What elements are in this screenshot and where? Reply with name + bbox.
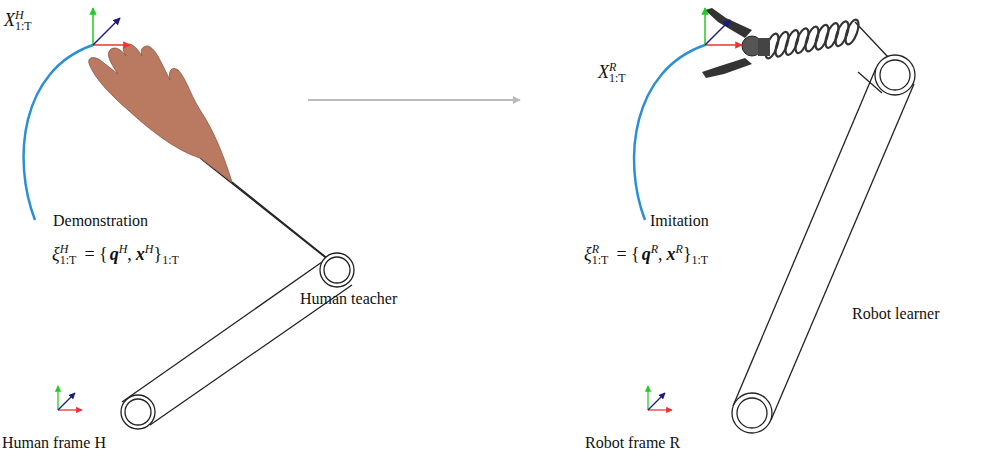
label-text: q xyxy=(642,244,651,264)
role-label: Robot learner xyxy=(852,303,940,325)
formula-label: ξH1:T= {qH,xH}1:T xyxy=(52,242,179,268)
label-text: Human frame H xyxy=(2,434,106,451)
subscript: 1:T xyxy=(60,253,77,267)
subscript: 1:T xyxy=(162,253,179,267)
robot-base-frame xyxy=(648,386,672,410)
gripper-frame xyxy=(705,8,742,45)
subscript: 1:T xyxy=(692,253,709,267)
label-text: q xyxy=(110,244,119,264)
subscript: 1:T xyxy=(609,71,626,85)
frame-label: Robot frame R xyxy=(585,432,680,454)
label-text: } xyxy=(154,244,163,264)
robot-arm xyxy=(732,22,915,433)
spring-coil xyxy=(843,18,861,46)
trajectory-label: XR1:T xyxy=(598,60,626,86)
label-text: } xyxy=(683,244,692,264)
superscript: R xyxy=(676,242,683,256)
human-base-frame xyxy=(58,386,82,410)
label-text: Imitation xyxy=(650,212,709,229)
label-text: , xyxy=(127,244,132,264)
label-text: X xyxy=(598,62,609,82)
transfer-arrow xyxy=(308,99,520,101)
imitation-trajectory xyxy=(634,45,705,220)
caption-label: Demonstration xyxy=(53,210,148,232)
role-label: Human teacher xyxy=(300,288,397,310)
label-text: Robot frame R xyxy=(585,434,680,451)
superscript: H xyxy=(145,242,154,256)
label-text: ξ xyxy=(584,244,592,264)
label-text: Robot learner xyxy=(852,305,940,322)
label-text: = { xyxy=(616,244,639,264)
human-hand xyxy=(89,44,232,182)
frame-label: Human frame H xyxy=(2,432,106,454)
label-text: X xyxy=(4,10,15,30)
superscript: H xyxy=(119,242,128,256)
caption-label: Imitation xyxy=(650,210,709,232)
label-text: , xyxy=(658,244,663,264)
label-text: ξ xyxy=(52,244,60,264)
subscript: 1:T xyxy=(592,253,609,267)
label-text: x xyxy=(667,244,676,264)
superscript: R xyxy=(651,242,658,256)
label-text: Human teacher xyxy=(300,290,397,307)
label-text: Demonstration xyxy=(53,212,148,229)
label-text: x xyxy=(136,244,145,264)
subscript: 1:T xyxy=(15,19,32,33)
hand-frame xyxy=(93,8,130,45)
robot-spring xyxy=(763,18,861,60)
robot-gripper xyxy=(702,8,770,78)
label-text: = { xyxy=(84,244,107,264)
formula-label: ξR1:T= {qR,xR}1:T xyxy=(584,242,708,268)
trajectory-label: XH1:T xyxy=(4,8,32,34)
demo-trajectory xyxy=(24,45,93,220)
